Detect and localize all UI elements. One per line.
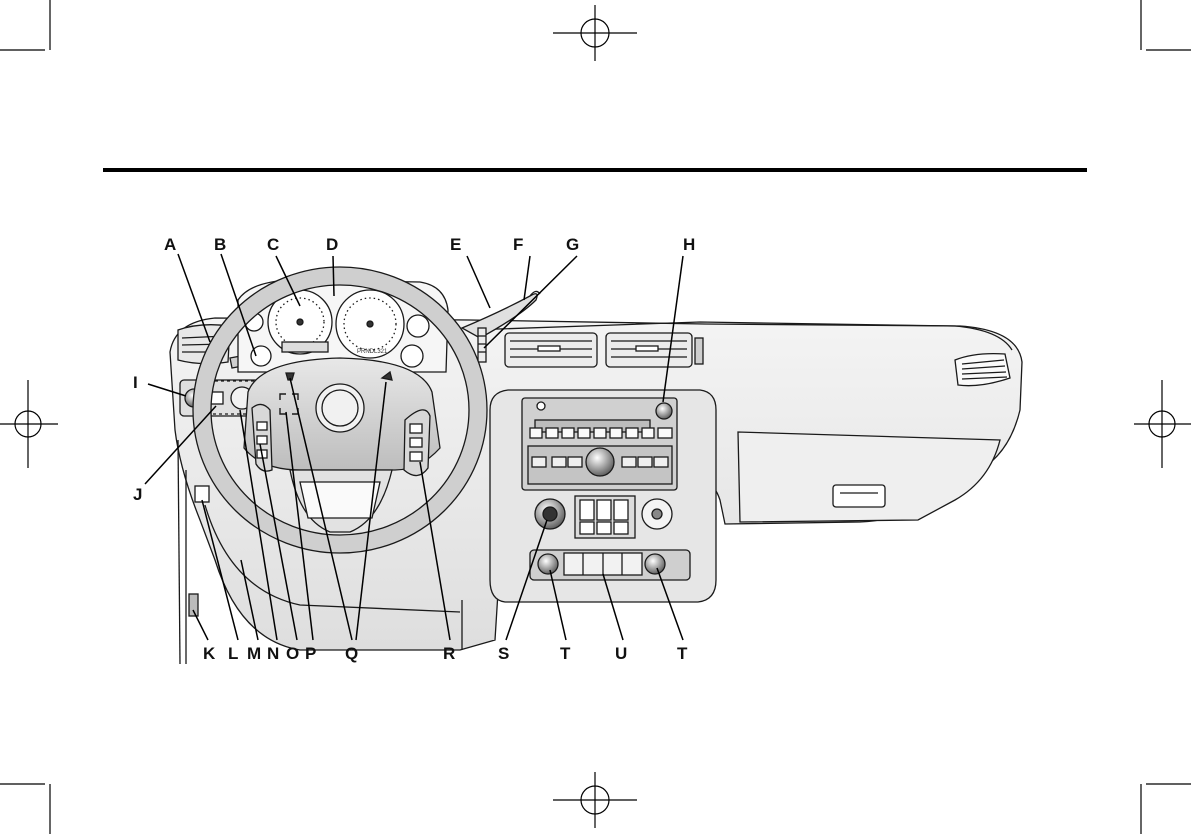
center-vent-left (505, 333, 597, 367)
glove-box-handle (833, 485, 885, 507)
temp-gauge (401, 345, 423, 367)
right-seat-heat-button (645, 554, 665, 574)
tow-haul-buttons (478, 328, 486, 362)
callout-j: J (133, 485, 142, 504)
callout-k: K (203, 644, 216, 663)
callout-h: H (683, 235, 695, 254)
callout-c: C (267, 235, 279, 254)
registration-mark-bottom (553, 772, 637, 828)
header-rule (103, 168, 1087, 172)
right-side-vent (955, 354, 1010, 386)
registration-mark-left (0, 380, 58, 468)
callout-u: U (615, 644, 627, 663)
callout-p: P (305, 644, 316, 663)
horn-pad (316, 384, 364, 432)
center-vent-right (606, 333, 692, 367)
glove-box (738, 432, 1000, 522)
callout-l: L (228, 644, 238, 663)
right-wheel-controls (404, 410, 430, 476)
callout-d: D (326, 235, 338, 254)
left-seat-heat-button (538, 554, 558, 574)
callout-t-right: T (677, 644, 688, 663)
callout-f: F (513, 235, 523, 254)
callout-b: B (214, 235, 226, 254)
callout-q: Q (345, 644, 358, 663)
callout-i: I (133, 373, 138, 392)
lower-panel (530, 550, 690, 580)
callout-o: O (286, 644, 299, 663)
callout-n: N (267, 644, 279, 663)
callout-e: E (450, 235, 461, 254)
dashboard: PRNDL321 (170, 267, 1022, 664)
callout-t-left: T (560, 644, 571, 663)
radio-unit (522, 398, 677, 490)
registration-mark-top (553, 5, 637, 61)
center-stack (490, 390, 716, 602)
shift-indicator-text: PRNDL321 (357, 349, 388, 355)
callout-m: M (247, 644, 261, 663)
callout-a: A (164, 235, 176, 254)
callout-s: S (498, 644, 509, 663)
driver-info-display (282, 342, 328, 352)
radio-volume-knob (656, 403, 672, 419)
radio-tune-knob (586, 448, 614, 476)
hood-release-handle (189, 594, 198, 616)
callout-g: G (566, 235, 579, 254)
registration-mark-right (1134, 380, 1191, 468)
callout-r: R (443, 644, 455, 663)
exterior-lamp-switch (195, 486, 209, 502)
voltmeter-gauge (407, 315, 429, 337)
